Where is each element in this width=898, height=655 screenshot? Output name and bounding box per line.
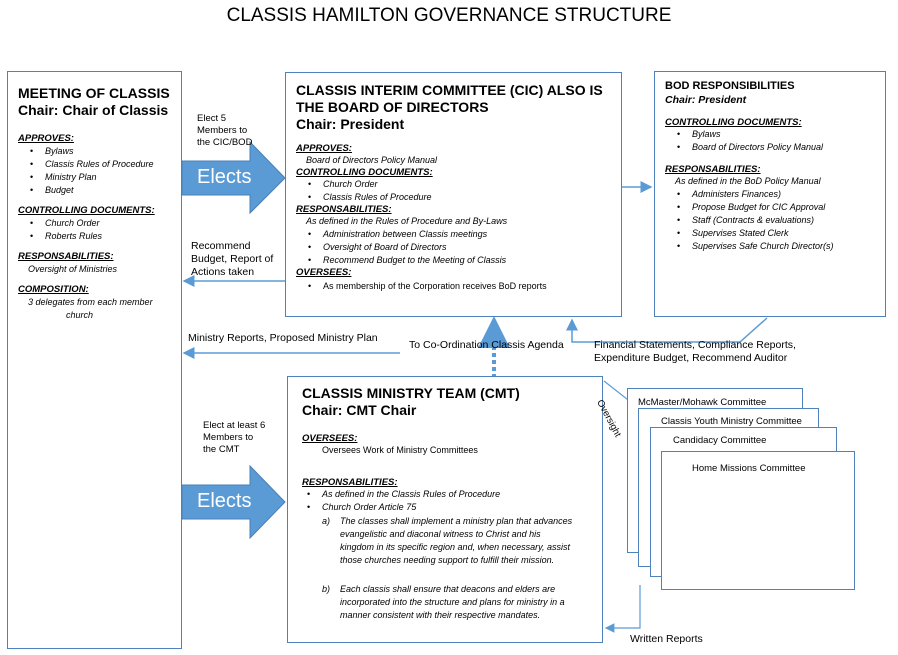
bod-title: BOD RESPONSIBILITIES	[665, 80, 795, 92]
list-item: Church Order	[308, 178, 621, 191]
coordination-label: To Co-Ordination Classis Agenda	[409, 339, 564, 351]
list-item: Bylaws	[30, 145, 181, 158]
cmt-item-a-line: The classes shall implement a ministry p…	[340, 516, 573, 526]
cic-approves: Board of Directors Policy Manual	[306, 155, 438, 165]
list-item: Administers Finances)	[677, 188, 885, 201]
meeting-of-classis-box: MEETING OF CLASSIS Chair: Chair of Class…	[7, 71, 182, 649]
list-item: Church Order Article 75	[307, 501, 602, 514]
list-item: Supervises Safe Church Director(s)	[677, 240, 885, 253]
cic-resp-heading: RESPONSABILITIES:	[296, 204, 392, 215]
list-item: Administration between Classis meetings	[308, 228, 621, 241]
cmt-item-a-line: evangelistic and diaconal witness to Chr…	[340, 529, 541, 539]
meeting-composition-1: 3 delegates from each member	[28, 297, 153, 307]
list-item: Staff (Contracts & evaluations)	[677, 214, 885, 227]
page-title: CLASSIS HAMILTON GOVERNANCE STRUCTURE	[226, 5, 672, 26]
committee-name: Home Missions Committee	[692, 463, 806, 474]
list-item: Classis Rules of Procedure	[30, 158, 181, 171]
list-item: Ministry Plan	[30, 171, 181, 184]
committee-card-4: Home Missions Committee	[661, 451, 855, 590]
cmt-oversees-heading: OVERSEES:	[302, 433, 358, 444]
cmt-resp-heading: RESPONSABILITIES:	[302, 477, 398, 488]
committee-name: Classis Youth Ministry Committee	[661, 416, 802, 427]
cmt-item-b: b) Each classis shall ensure that deacon…	[302, 583, 602, 622]
cic-oversees-heading: OVERSEES:	[296, 267, 352, 278]
bod-box: BOD RESPONSIBILITIES Chair: President CO…	[654, 71, 886, 317]
bod-controlling-heading: CONTROLLING DOCUMENTS:	[665, 117, 802, 128]
list-item: Board of Directors Policy Manual	[677, 141, 885, 154]
list-item: Church Order	[30, 217, 181, 230]
elects-label-bottom: Elects	[197, 490, 252, 512]
written-reports-arrow	[604, 585, 641, 633]
cmt-item-a-line: kingdom in its specific region and, when…	[340, 542, 570, 552]
meeting-controlling-heading: CONTROLLING DOCUMENTS:	[18, 205, 155, 216]
cmt-oversees: Oversees Work of Ministry Committees	[322, 445, 478, 455]
cmt-item-a-label: a)	[322, 516, 331, 526]
cmt-box: CLASSIS MINISTRY TEAM (CMT) Chair: CMT C…	[287, 376, 603, 643]
list-item: Recommend Budget to the Meeting of Class…	[308, 254, 621, 267]
cic-resp-intro: As defined in the Rules of Procedure and…	[306, 216, 508, 226]
list-item: As defined in the Classis Rules of Proce…	[307, 488, 602, 501]
list-item: Roberts Rules	[30, 230, 181, 243]
elect6-label: Elect at least 6 Members to the CMT	[203, 420, 266, 455]
written-reports-label: Written Reports	[630, 633, 703, 645]
bod-chair: Chair: President	[665, 94, 747, 106]
list-item: Bylaws	[677, 128, 885, 141]
meeting-chair: Chair: Chair of Classis	[18, 102, 169, 118]
meeting-title: MEETING OF CLASSIS	[18, 85, 170, 101]
committee-name: Candidacy Committee	[673, 435, 767, 446]
committee-name: McMaster/Mohawk Committee	[638, 397, 767, 408]
cic-controlling-heading: CONTROLLING DOCUMENTS:	[296, 167, 433, 178]
list-item: Budget	[30, 184, 181, 197]
cmt-item-a: a) The classes shall implement a ministr…	[302, 515, 602, 567]
meeting-approves-heading: APPROVES:	[18, 133, 74, 144]
bod-resp-heading: RESPONSABILITIES:	[665, 164, 761, 175]
cmt-item-b-line: incorporated into the structure and plan…	[340, 597, 565, 607]
cmt-chair: Chair: CMT Chair	[302, 402, 417, 418]
financial-label: Financial Statements, Compliance Reports…	[594, 339, 796, 364]
meeting-resp-heading: RESPONSABILITIES:	[18, 251, 114, 262]
elects-arrow-top	[181, 140, 286, 215]
list-item: Supervises Stated Clerk	[677, 227, 885, 240]
elects-label-top: Elects	[197, 166, 252, 188]
cmt-item-a-line: those churches needing support to fulfil…	[340, 555, 555, 565]
cmt-item-b-line: Each classis shall ensure that deacons a…	[340, 584, 556, 594]
cmt-item-b-line: manner consistent with their respective …	[340, 610, 541, 620]
financial-arrow	[566, 317, 768, 343]
list-item: Classis Rules of Procedure	[308, 191, 621, 204]
elect5-label: Elect 5 Members to the CIC/BOD	[197, 113, 253, 148]
recommend-label: Recommend Budget, Report of Actions take…	[191, 240, 274, 278]
cic-chair: Chair: President	[296, 116, 405, 132]
elects-arrow-bottom	[181, 464, 286, 540]
cmt-title: CLASSIS MINISTRY TEAM (CMT)	[302, 385, 520, 401]
list-item: Propose Budget for CIC Approval	[677, 201, 885, 214]
cic-approves-heading: APPROVES:	[296, 143, 352, 154]
list-item: Oversight of Board of Directors	[308, 241, 621, 254]
meeting-composition-2: church	[66, 310, 94, 320]
cic-box: CLASSIS INTERIM COMMITTEE (CIC) ALSO IS …	[285, 72, 622, 317]
meeting-composition-heading: COMPOSITION:	[18, 284, 89, 295]
list-item: As membership of the Corporation receive…	[308, 280, 621, 293]
cmt-item-b-label: b)	[322, 584, 331, 594]
cic-title-1: CLASSIS INTERIM COMMITTEE (CIC) ALSO IS	[296, 82, 603, 98]
meeting-resp: Oversight of Ministries	[28, 264, 118, 274]
cic-title-2: THE BOARD OF DIRECTORS	[296, 99, 489, 115]
bod-resp-intro: As defined in the BoD Policy Manual	[675, 176, 821, 186]
ministry-reports-label: Ministry Reports, Proposed Ministry Plan	[188, 332, 378, 344]
